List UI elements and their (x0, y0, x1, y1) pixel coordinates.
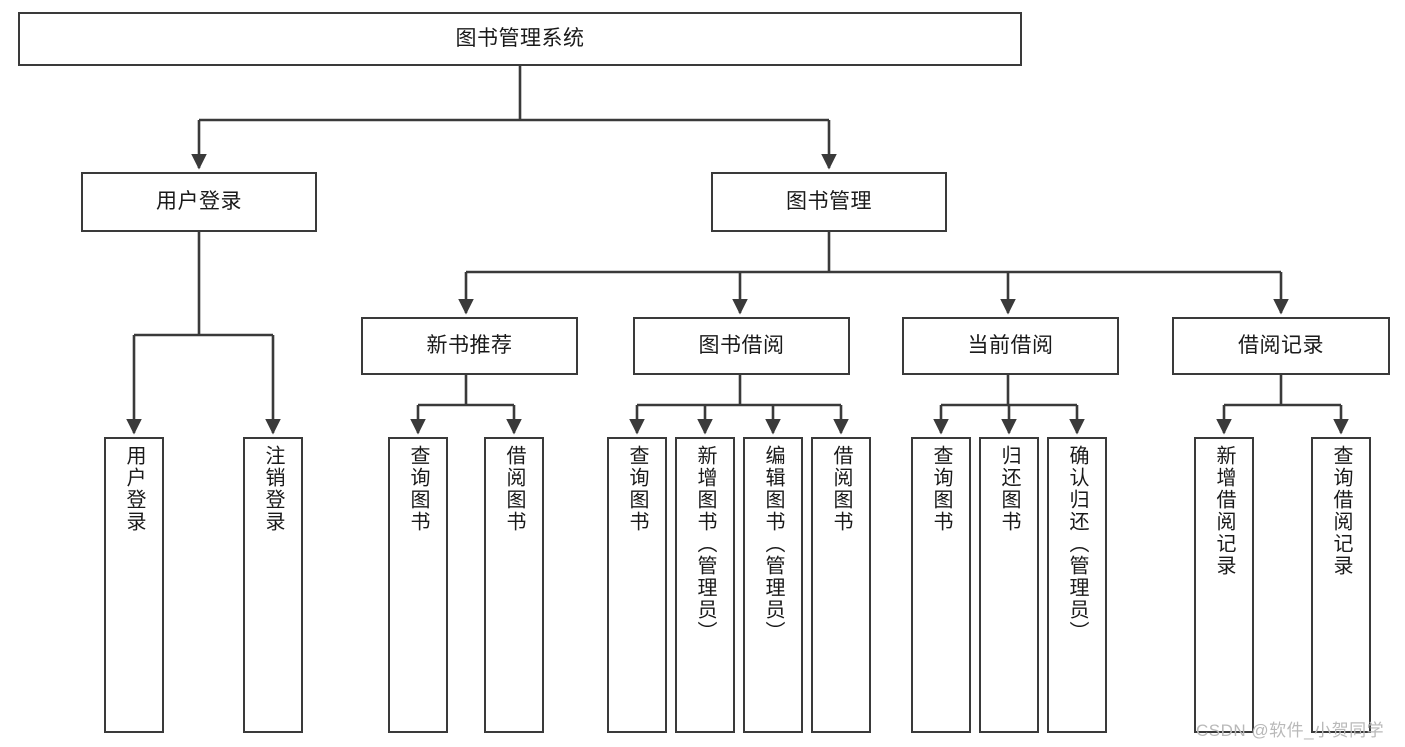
node-label: 新增借阅记录 (1213, 445, 1235, 577)
node-label: 查询图书 (626, 445, 648, 533)
node-label: 查询图书 (930, 445, 952, 533)
node-label: 用户登录 (156, 189, 242, 213)
node-label: 用户登录 (123, 445, 145, 533)
csdn-watermark: CSDN @软件_小贺同学 (1196, 721, 1385, 740)
node-label: 当前借阅 (967, 333, 1054, 357)
node-label: 查询借阅记录 (1330, 445, 1352, 577)
node-label: 借阅记录 (1238, 333, 1324, 357)
leaf-book-borrow-borrow-book[interactable]: 借阅图书 (811, 437, 871, 733)
node-book-borrow[interactable]: 图书借阅 (633, 317, 850, 375)
leaf-book-borrow-add-book-admin[interactable]: 新增图书（管理员） (675, 437, 735, 733)
leaf-current-borrow-confirm-return-admin[interactable]: 确认归还（管理员） (1047, 437, 1107, 733)
node-label: 查询图书 (407, 445, 429, 533)
node-new-book-recommend[interactable]: 新书推荐 (361, 317, 578, 375)
node-label: 图书借阅 (698, 333, 785, 357)
leaf-user-login-logout[interactable]: 注销登录 (243, 437, 303, 733)
leaf-book-borrow-query-book[interactable]: 查询图书 (607, 437, 667, 733)
leaf-new-book-borrow-book[interactable]: 借阅图书 (484, 437, 544, 733)
node-label: 归还图书 (998, 445, 1020, 533)
node-borrow-record[interactable]: 借阅记录 (1172, 317, 1390, 375)
node-label: 图书管理系统 (455, 26, 585, 50)
leaf-current-borrow-return-book[interactable]: 归还图书 (979, 437, 1039, 733)
node-label: 借阅图书 (830, 445, 852, 533)
node-label: 编辑图书（管理员） (762, 445, 784, 643)
node-label: 图书管理 (786, 189, 872, 213)
node-label: 新增图书（管理员） (694, 445, 716, 643)
leaf-new-book-query-book[interactable]: 查询图书 (388, 437, 448, 733)
node-current-borrow[interactable]: 当前借阅 (902, 317, 1119, 375)
node-user-login[interactable]: 用户登录 (81, 172, 317, 232)
node-label: 借阅图书 (503, 445, 525, 533)
leaf-current-borrow-query-book[interactable]: 查询图书 (911, 437, 971, 733)
node-root-book-management-system[interactable]: 图书管理系统 (18, 12, 1022, 66)
leaf-user-login-login[interactable]: 用户登录 (104, 437, 164, 733)
node-book-management[interactable]: 图书管理 (711, 172, 947, 232)
leaf-borrow-record-query-record[interactable]: 查询借阅记录 (1311, 437, 1371, 733)
node-label: 新书推荐 (426, 333, 513, 357)
leaf-borrow-record-add-record[interactable]: 新增借阅记录 (1194, 437, 1254, 733)
leaf-book-borrow-edit-book-admin[interactable]: 编辑图书（管理员） (743, 437, 803, 733)
node-label: 确认归还（管理员） (1066, 445, 1088, 643)
node-label: 注销登录 (262, 445, 284, 533)
